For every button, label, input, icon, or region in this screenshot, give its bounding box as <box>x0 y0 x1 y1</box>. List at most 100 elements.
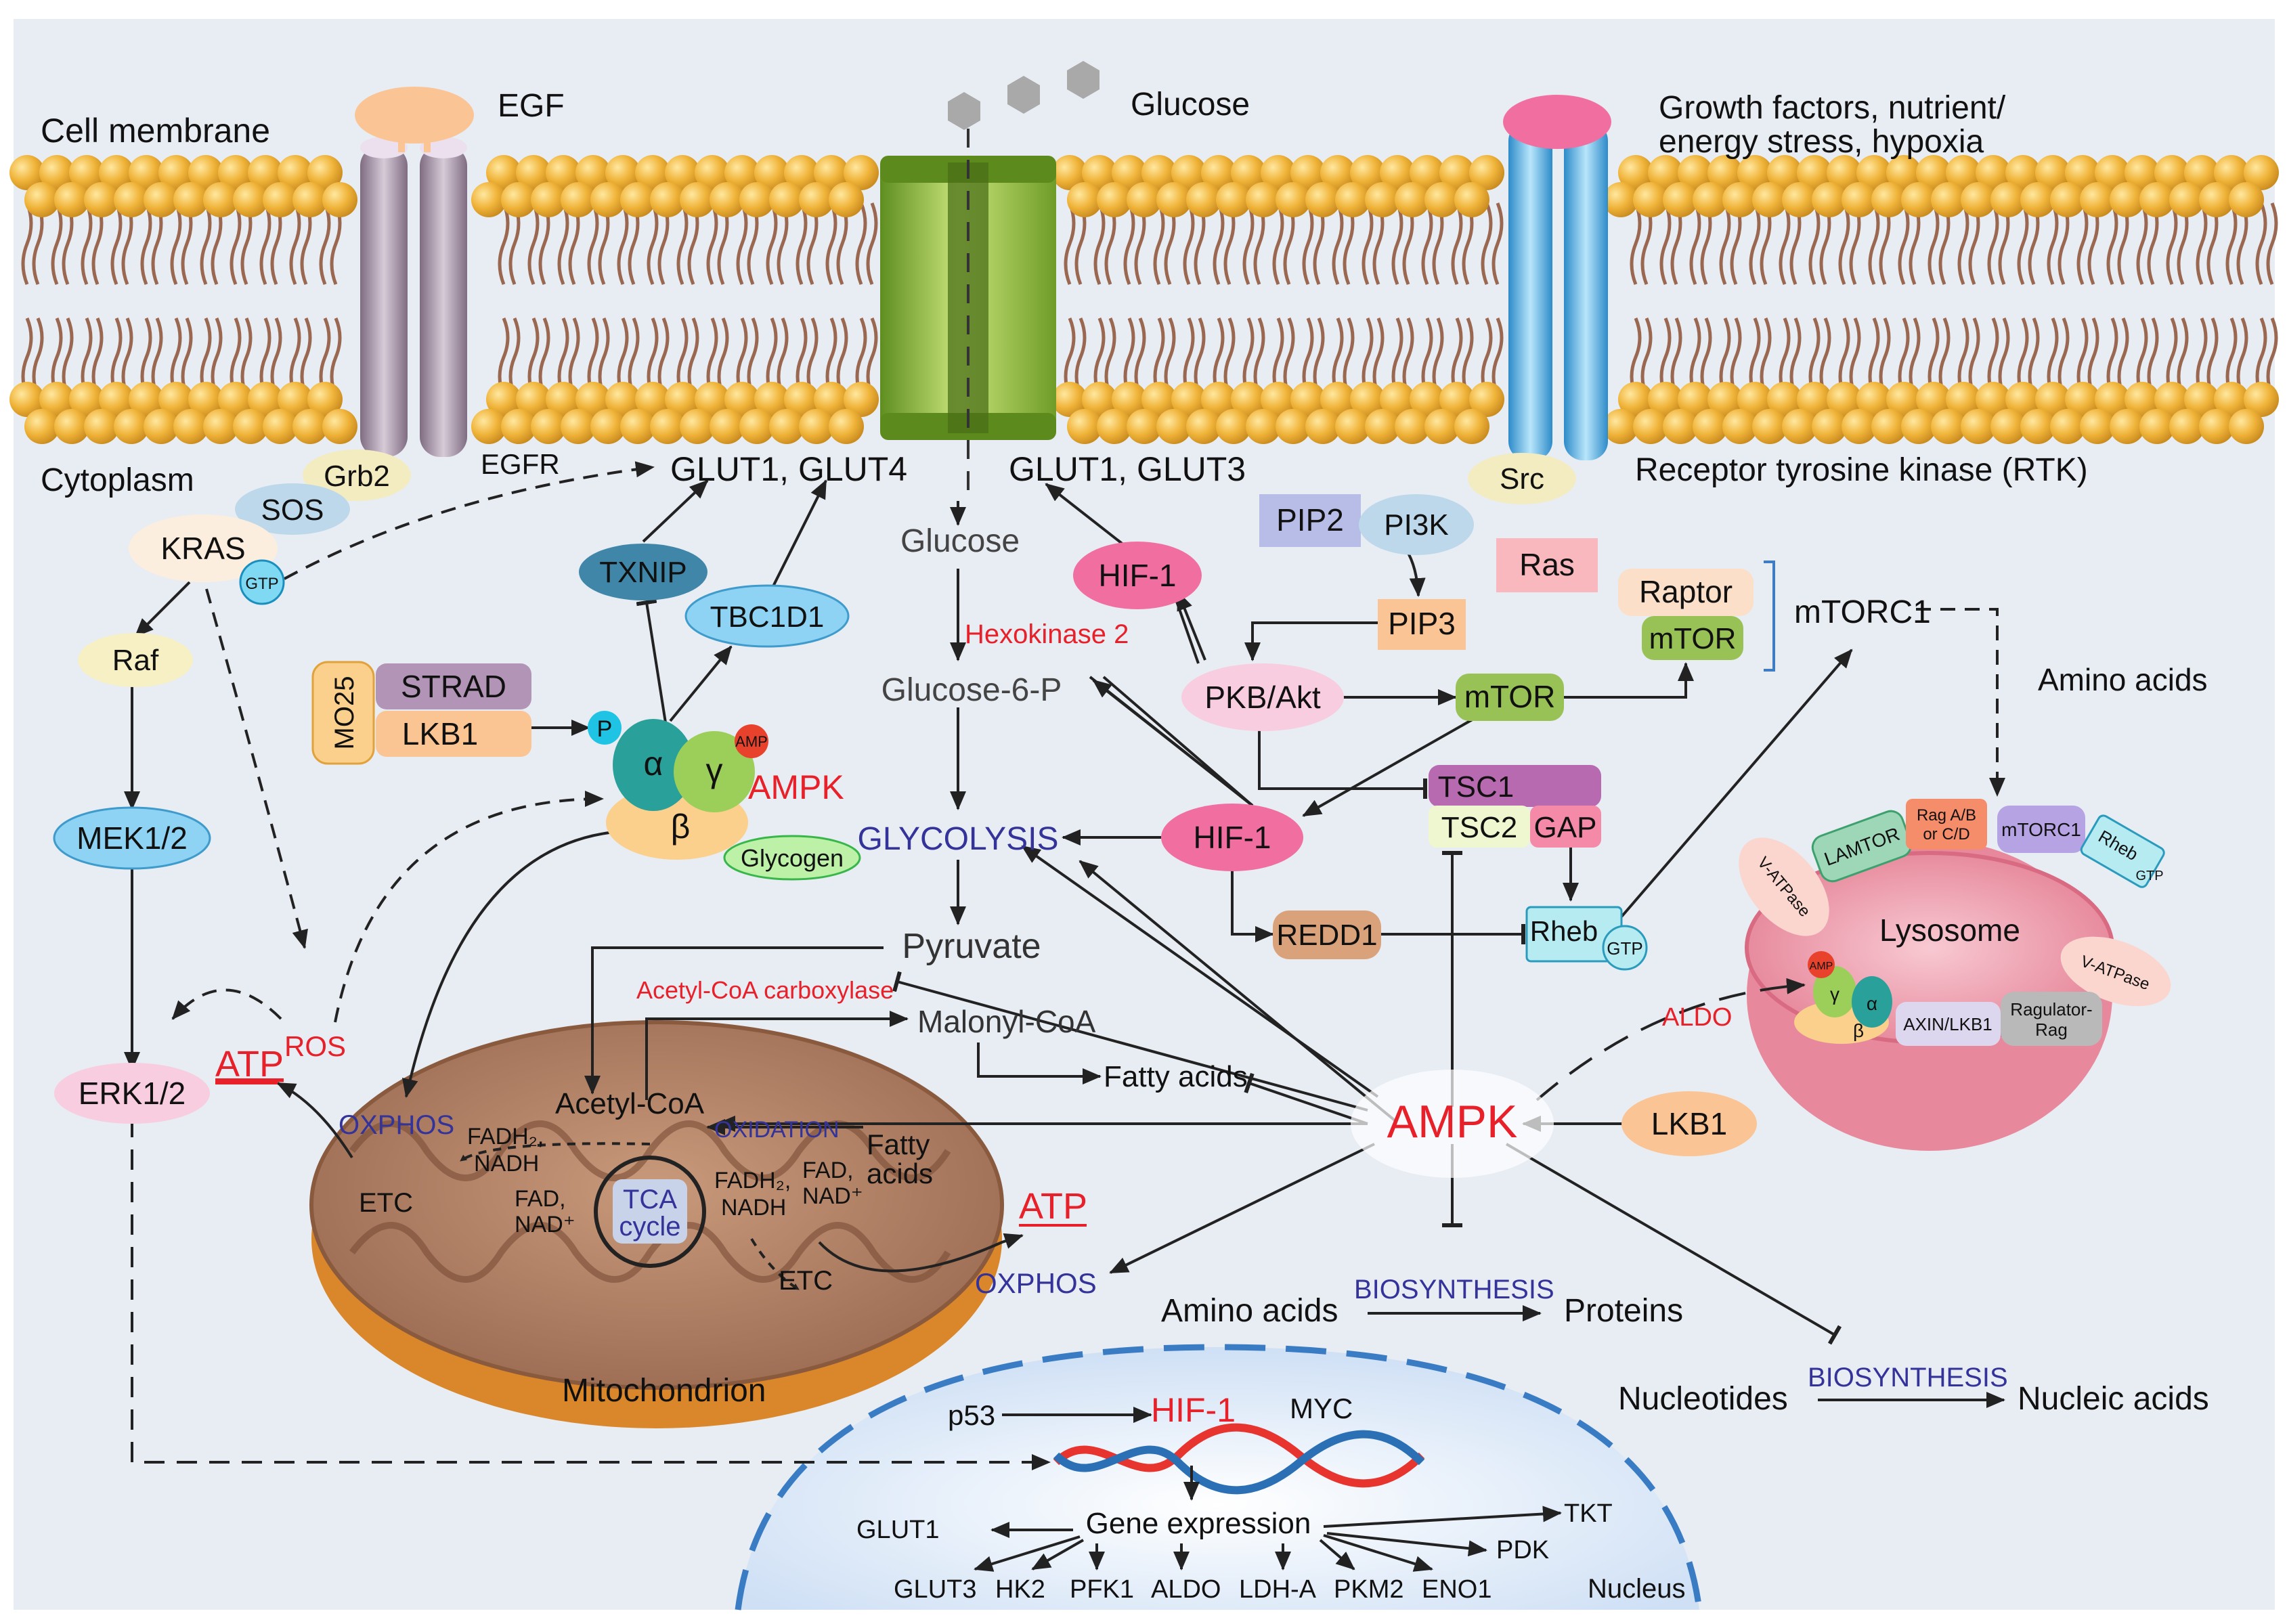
lipid-tail <box>617 202 629 285</box>
lipid-head <box>1976 382 2011 417</box>
lipid-head <box>218 382 253 417</box>
lipid-head <box>1186 182 1221 217</box>
atp-left-label: ATP <box>215 1044 284 1084</box>
gtp-lyso-label: GTP <box>2135 869 2163 883</box>
nadh-left-label: NADH <box>474 1151 539 1177</box>
lipid-head <box>1141 382 1177 417</box>
lipid-head <box>1052 382 1087 417</box>
mek-node <box>53 806 211 870</box>
lipid-head <box>144 182 179 217</box>
pathway-edges <box>124 461 2005 1572</box>
lipid-head <box>1201 382 1236 417</box>
lipid-head <box>561 182 596 217</box>
lipid-head <box>1856 382 1892 417</box>
egfr-label: EGFR <box>481 448 560 480</box>
lipid-head <box>84 409 119 444</box>
lipid-tail <box>1064 202 1076 285</box>
lipid-head <box>1216 409 1251 444</box>
lipid-head <box>844 382 879 417</box>
grb2-node <box>303 449 411 501</box>
nucleus-glut1-label: GLUT1 <box>856 1516 939 1544</box>
pip3-box <box>1378 599 1466 650</box>
egf-label: EGF <box>498 88 565 124</box>
ros-label: ROS <box>284 1030 346 1062</box>
lipid-head <box>1990 182 2026 217</box>
lipid-head <box>635 155 670 190</box>
lipid-head <box>1886 382 1921 417</box>
lipid-head <box>1693 182 1728 217</box>
lipid-tail <box>1183 202 1195 285</box>
lysosome-label: Lysosome <box>1879 913 2020 948</box>
mek-label: MEK1/2 <box>77 820 188 856</box>
lipid-head <box>2244 155 2279 190</box>
lipid-tail <box>1153 202 1165 285</box>
hif1-top-node <box>1073 542 1202 609</box>
p-label: P <box>597 716 613 742</box>
lipid-head <box>1395 182 1430 217</box>
lipid-tail <box>1808 202 1821 285</box>
lipid-head <box>2110 409 2145 444</box>
g6p-label: Glucose-6-P <box>881 672 1062 708</box>
mtor-box <box>1456 674 1564 721</box>
lipid-head <box>471 182 506 217</box>
lyso-amp-badge <box>1808 951 1835 978</box>
lipid-head <box>1067 409 1102 444</box>
lipid-head <box>695 155 730 190</box>
kras-label: KRAS <box>160 531 245 566</box>
lipid-head <box>1618 155 1653 190</box>
nucleus <box>735 1344 1703 1610</box>
ampk-complex-label: AMPK <box>748 768 844 806</box>
lipid-head <box>1097 409 1132 444</box>
lipid-tail <box>1749 202 1761 285</box>
lipid-head <box>1990 409 2026 444</box>
lipid-head <box>1290 155 1326 190</box>
lipid-head <box>188 155 223 190</box>
lipid-head <box>710 182 745 217</box>
lipid-head <box>2154 155 2190 190</box>
lipid-head <box>99 155 134 190</box>
tbc1d1-label: TBC1D1 <box>710 600 825 634</box>
lipid-head <box>575 382 611 417</box>
txnip-label: TXNIP <box>599 556 687 589</box>
mitochondrion-label: Mitochondrion <box>562 1373 766 1409</box>
tsc1-box <box>1429 765 1601 807</box>
lipid-head <box>1901 409 1936 444</box>
lipid-head <box>2095 382 2130 417</box>
nad-left-label: NAD⁺ <box>515 1212 575 1237</box>
lipid-head <box>39 155 74 190</box>
lipid-head <box>1871 182 1907 217</box>
lipid-head <box>322 409 357 444</box>
lipid-head <box>1737 382 1772 417</box>
nucleus-eno1-label: ENO1 <box>1422 1575 1491 1604</box>
pi3k-label: PI3K <box>1384 508 1448 542</box>
lipid-head <box>233 409 268 444</box>
nucleic-acids-label: Nucleic acids <box>2018 1381 2209 1417</box>
amp-label: AMP <box>735 733 768 750</box>
oxidation-label: OXIDATION <box>714 1117 840 1143</box>
etc-left-label: ETC <box>359 1188 413 1218</box>
lipid-head <box>1335 409 1370 444</box>
lipid-head <box>1722 409 1758 444</box>
biosynthesis-1-label: BIOSYNTHESIS <box>1354 1275 1554 1304</box>
nucleus-pdk-label: PDK <box>1496 1536 1549 1564</box>
ragulator-label-2: Rag <box>2035 1019 2068 1040</box>
nodes <box>53 449 2171 1178</box>
pip3-label: PIP3 <box>1388 606 1456 641</box>
txnip-node <box>579 544 707 600</box>
lipid-head <box>680 182 715 217</box>
lipid-head <box>2214 155 2249 190</box>
lipid-bilayer <box>9 155 2279 444</box>
tca-cycle-ring <box>594 1156 706 1268</box>
lipid-head <box>486 382 521 417</box>
lipid-tail <box>2136 202 2148 285</box>
ragulator-box <box>2001 992 2102 1046</box>
lipid-head <box>173 182 209 217</box>
lipid-head <box>1827 155 1862 190</box>
mo25-label: MO25 <box>330 676 360 750</box>
lipid-head <box>1916 155 1951 190</box>
lipid-head <box>1946 155 1981 190</box>
lipid-head <box>1439 155 1475 190</box>
lipid-head <box>799 182 834 217</box>
lipid-head <box>695 382 730 417</box>
lkb1-label: LKB1 <box>402 716 479 751</box>
